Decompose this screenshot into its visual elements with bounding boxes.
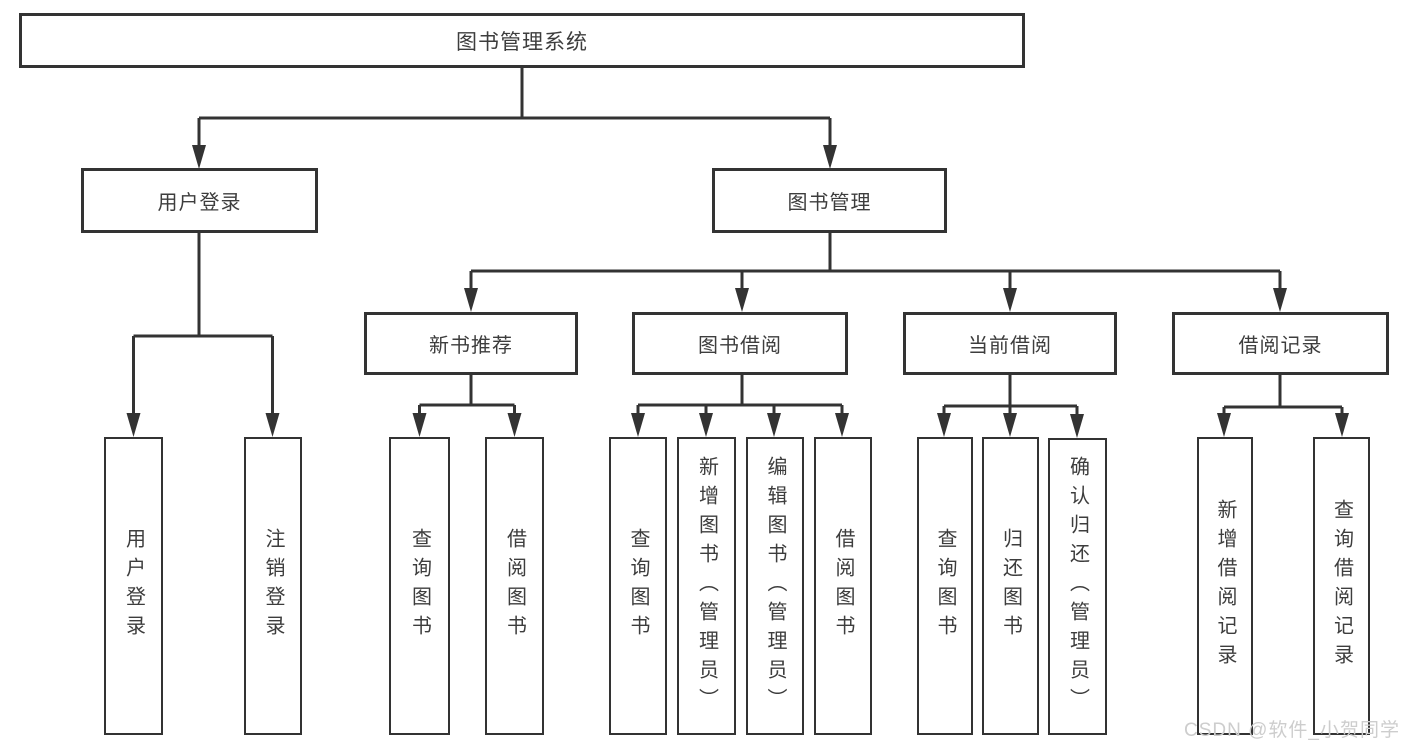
leaf-query-borrow-record: 查询借阅记录 [1313,437,1370,735]
arrowhead-icon [507,413,522,437]
leaf-query-books-borrow: 查询图书 [609,437,667,735]
connector-book-borrow-to-leaves [636,375,844,416]
node-label: 图书管理 [787,192,872,214]
arrowhead-icon [835,413,849,437]
arrowhead-icon [265,413,280,437]
arrowhead-icon [1217,413,1231,437]
leaf-label: 查询借阅记录 [1330,499,1353,673]
node-label: 用户登录 [157,192,242,214]
node-current-borrow: 当前借阅 [903,312,1117,375]
leaf-user-login: 用户登录 [104,437,163,735]
node-book-borrow: 图书借阅 [632,312,848,375]
watermark: CSDN @软件_小贺同学 [1184,720,1400,741]
leaf-borrow-books: 借阅图书 [814,437,872,735]
leaf-confirm-return-admin: 确认归还（管理员） [1048,438,1107,735]
leaf-label: 借阅图书 [832,528,854,644]
node-label: 图书借阅 [698,335,782,357]
arrowhead-icon [412,413,427,437]
node-borrow-records: 借阅记录 [1172,312,1389,375]
leaf-edit-book-admin: 编辑图书（管理员） [746,437,804,735]
arrowhead-icon [767,413,781,437]
connector-root-to-level2 [197,68,832,148]
arrowhead-icon [735,288,749,312]
leaf-label: 确认归还（管理员） [1066,456,1089,717]
arrowhead-icon [823,145,837,169]
connector-book-management-to-level3 [469,233,1282,291]
leaf-label: 归还图书 [999,528,1022,644]
leaf-label: 用户登录 [122,528,145,644]
node-label: 新书推荐 [429,335,513,357]
leaf-label: 查询图书 [408,528,431,644]
leaf-label: 借阅图书 [503,528,526,644]
connector-new-book-recommend-to-leaves [418,375,516,416]
connector-current-borrow-to-leaves [942,375,1079,416]
connector-user-login-to-leaves [132,233,274,416]
leaf-label: 新增图书（管理员） [695,455,718,717]
leaf-label: 查询图书 [627,528,649,644]
leaf-borrow-books-recommend: 借阅图书 [485,437,544,735]
leaf-query-books-current: 查询图书 [917,437,973,735]
arrowhead-icon [126,413,141,437]
node-book-management: 图书管理 [712,168,947,233]
leaf-label: 注销登录 [262,528,284,644]
arrowhead-icon [1003,413,1017,437]
node-new-book-recommend: 新书推荐 [364,312,578,375]
leaf-label: 查询图书 [934,528,956,644]
node-label: 借阅记录 [1238,335,1323,357]
leaf-label: 新增借阅记录 [1214,499,1236,673]
node-user-login: 用户登录 [81,168,318,233]
arrowhead-icon [1335,413,1349,437]
leaf-logout: 注销登录 [244,437,302,735]
leaf-query-books-recommend: 查询图书 [389,437,450,735]
node-label: 图书管理系统 [456,30,588,54]
arrowhead-icon [937,413,951,437]
arrowhead-icon [1273,288,1287,312]
arrowhead-icon [1070,414,1084,438]
arrowhead-icon [1003,288,1017,312]
arrowhead-icon [464,288,478,312]
leaf-add-borrow-record: 新增借阅记录 [1197,437,1253,735]
node-label: 当前借阅 [968,335,1052,357]
node-library-management-system: 图书管理系统 [19,13,1025,68]
arrowhead-icon [192,145,206,169]
arrowhead-icon [699,413,713,437]
leaf-return-book: 归还图书 [982,437,1039,735]
connector-borrow-records-to-leaves [1222,375,1344,416]
arrowhead-icon [631,413,645,437]
leaf-label: 编辑图书（管理员） [764,455,786,717]
leaf-add-book-admin: 新增图书（管理员） [677,437,736,735]
